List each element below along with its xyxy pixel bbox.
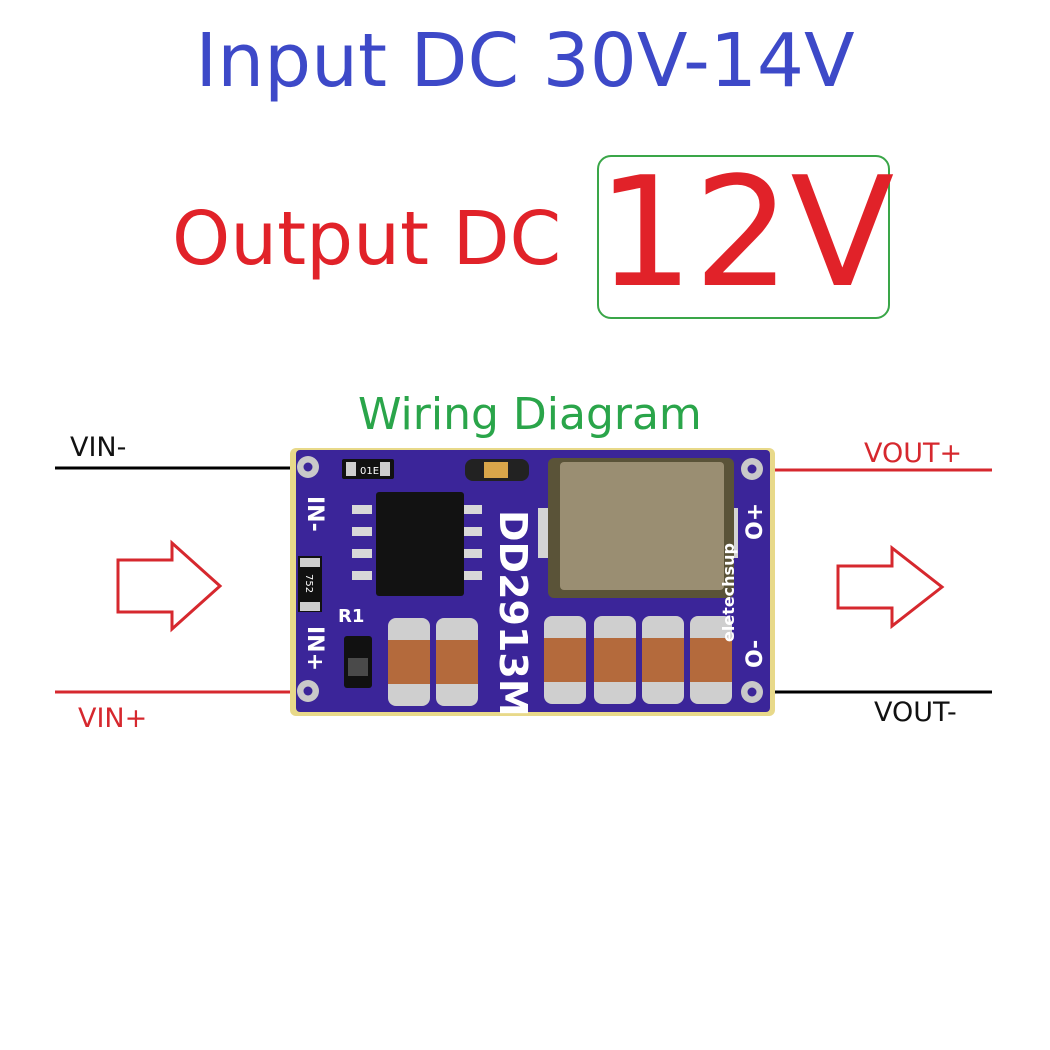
input-capacitors (388, 618, 478, 706)
input-arrow-icon (116, 539, 223, 633)
vout-neg-label: VOUT- (874, 697, 957, 728)
resistor-code: 752 (303, 574, 314, 593)
vout-pos-label: VOUT+ (864, 438, 963, 469)
pin-out-pos-silkscreen: O+ (743, 503, 768, 540)
inductor (538, 458, 738, 598)
pin-in-pos-silkscreen: IN+ (302, 626, 327, 671)
model-silkscreen: DD2913MA (491, 510, 535, 747)
output-value: 12V (597, 144, 895, 321)
wiring-diagram-title: Wiring Diagram (358, 389, 702, 440)
ic-chip (352, 492, 482, 596)
pin-in-neg-silkscreen: IN- (302, 496, 327, 532)
brand-silkscreen: eletechsup (719, 543, 738, 642)
pin-out-neg-silkscreen: O- (743, 640, 768, 668)
output-label: Output DC (172, 196, 562, 282)
vin-pos-label: VIN+ (78, 703, 148, 734)
output-arrow-icon (836, 544, 945, 630)
output-capacitors (544, 616, 732, 704)
input-voltage-title: Input DC 30V-14V (195, 18, 855, 104)
pcb-module: DD2913MA eletechsup IN- IN+ O+ O- R1 752… (290, 448, 775, 747)
r1-silkscreen: R1 (338, 606, 364, 627)
output-value-box (597, 155, 890, 319)
small-code: 01E (360, 466, 379, 477)
vin-neg-label: VIN- (70, 432, 127, 463)
